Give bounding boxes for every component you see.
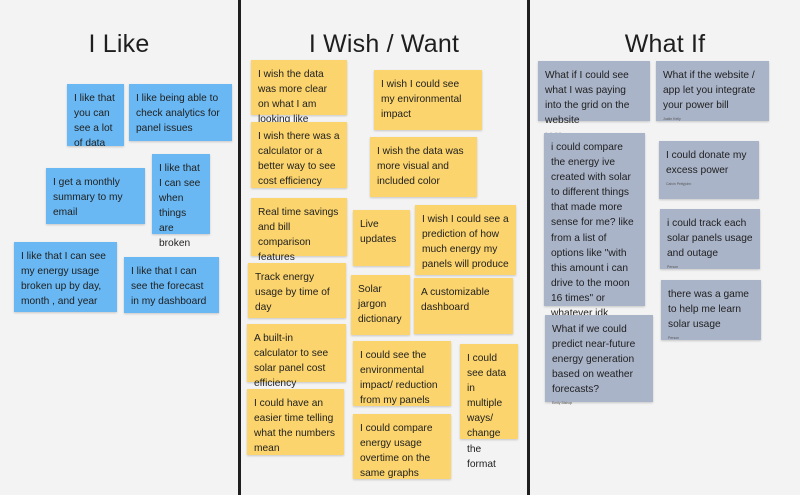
note-text: Real time savings and bill comparison fe… bbox=[258, 207, 339, 264]
note-text: i could compare the energy ive created w… bbox=[551, 142, 634, 320]
note-author: Calvin Pettyjohn bbox=[666, 182, 692, 187]
note-text: I like that you can see a lot of data bbox=[74, 93, 115, 150]
sticky-note[interactable]: I like that you can see a lot of data bbox=[67, 84, 124, 150]
column-divider-right bbox=[527, 0, 530, 495]
sticky-note[interactable]: A built-in calculator to see solar panel… bbox=[247, 324, 346, 389]
note-text: I wish I could see a prediction of how m… bbox=[422, 214, 509, 271]
sticky-note[interactable]: Track energy usage by time of day bbox=[248, 263, 346, 318]
note-text: I could see data in multiple ways/ chang… bbox=[467, 353, 507, 470]
note-text: there was a game to help me learn solar … bbox=[668, 289, 749, 331]
sticky-note[interactable]: I like that I can see when things are br… bbox=[152, 154, 210, 249]
note-text: I could donate my excess power bbox=[666, 150, 747, 177]
note-author: Person bbox=[668, 336, 680, 341]
column-title-what-if: What If bbox=[624, 30, 706, 58]
sticky-note[interactable]: i could compare the energy ive created w… bbox=[544, 133, 645, 329]
column-title-i-like: I Like bbox=[88, 30, 150, 58]
sticky-note[interactable]: I wish the data was more visual and incl… bbox=[370, 137, 477, 197]
note-text: I like being able to check analytics for… bbox=[136, 93, 220, 135]
note-text: I could have an easier time telling what… bbox=[254, 398, 335, 455]
note-text: I like that I can see when things are br… bbox=[159, 163, 201, 250]
sticky-note[interactable]: What if the website / app let you integr… bbox=[656, 61, 769, 121]
note-text: A built-in calculator to see solar panel… bbox=[254, 333, 329, 390]
sticky-note[interactable]: I wish the data was more clear on what I… bbox=[251, 60, 347, 125]
note-text: I wish the data was more clear on what I… bbox=[258, 69, 328, 126]
note-text: Live updates bbox=[360, 219, 397, 246]
note-author: Emily Bishop bbox=[552, 401, 573, 406]
sticky-note[interactable]: I could see data in multiple ways/ chang… bbox=[460, 344, 518, 470]
sticky-note[interactable]: I could compare energy usage overtime on… bbox=[353, 414, 451, 479]
note-author: Person bbox=[667, 265, 679, 270]
sticky-note[interactable]: I like being able to check analytics for… bbox=[129, 84, 232, 141]
note-text: I like that I can see my energy usage br… bbox=[21, 251, 106, 308]
sticky-note[interactable]: i could track each solar panels usage an… bbox=[660, 209, 760, 269]
note-text: I wish I could see my environmental impa… bbox=[381, 79, 462, 121]
note-text: What if we could predict near-future ene… bbox=[552, 324, 636, 396]
sticky-note[interactable]: there was a game to help me learn solar … bbox=[661, 280, 761, 340]
column-divider-left bbox=[238, 0, 241, 495]
note-text: I wish there was a calculator or a bette… bbox=[258, 131, 340, 188]
sticky-note[interactable]: Real time savings and bill comparison fe… bbox=[251, 198, 347, 263]
sticky-note[interactable]: I could have an easier time telling what… bbox=[247, 389, 344, 455]
note-text: A customizable dashboard bbox=[421, 287, 490, 314]
note-text: I like that I can see the forecast in my… bbox=[131, 266, 207, 308]
sticky-note[interactable]: I wish there was a calculator or a bette… bbox=[251, 122, 347, 188]
sticky-note[interactable]: Solar jargon dictionary bbox=[351, 275, 410, 335]
note-text: What if the website / app let you integr… bbox=[663, 70, 756, 112]
sticky-note[interactable]: I get a monthly summary to my email bbox=[46, 168, 145, 224]
sticky-note[interactable]: I could donate my excess power Calvin Pe… bbox=[659, 141, 759, 199]
note-author: Justin Kelly bbox=[663, 117, 681, 122]
note-text: I get a monthly summary to my email bbox=[53, 177, 123, 219]
note-text: i could track each solar panels usage an… bbox=[667, 218, 753, 260]
sticky-note[interactable]: I like that I can see the forecast in my… bbox=[124, 257, 219, 313]
note-text: I could see the environmental impact/ re… bbox=[360, 350, 438, 407]
sticky-note[interactable]: I like that I can see my energy usage br… bbox=[14, 242, 117, 312]
column-title-i-wish-want: I Wish / Want bbox=[308, 30, 460, 58]
sticky-note[interactable]: What if I could see what I was paying in… bbox=[538, 61, 650, 136]
note-text: I could compare energy usage overtime on… bbox=[360, 423, 433, 480]
note-text: I wish the data was more visual and incl… bbox=[377, 146, 464, 188]
sticky-note[interactable]: I could see the environmental impact/ re… bbox=[353, 341, 451, 406]
note-text: What if I could see what I was paying in… bbox=[545, 70, 630, 127]
sticky-note[interactable]: A customizable dashboard bbox=[414, 278, 513, 334]
sticky-note[interactable]: I wish I could see my environmental impa… bbox=[374, 70, 482, 130]
note-text: Solar jargon dictionary bbox=[358, 284, 402, 326]
sticky-note[interactable]: I wish I could see a prediction of how m… bbox=[415, 205, 516, 275]
sticky-note[interactable]: What if we could predict near-future ene… bbox=[545, 315, 653, 406]
note-text: Track energy usage by time of day bbox=[255, 272, 330, 314]
sticky-note[interactable]: Live updates bbox=[353, 210, 410, 266]
